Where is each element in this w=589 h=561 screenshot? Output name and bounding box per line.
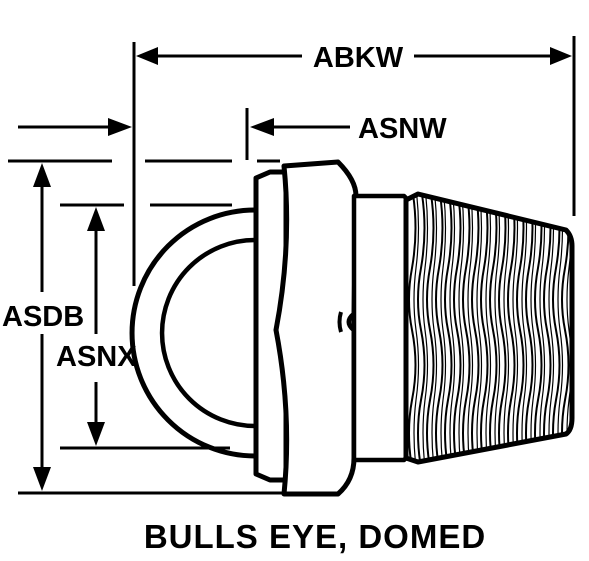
hex-nut bbox=[273, 159, 359, 497]
threaded-body bbox=[403, 191, 575, 465]
asnx-dimension: ASNX bbox=[56, 207, 137, 446]
asnw-label: ASNW bbox=[358, 113, 447, 145]
extension-lines bbox=[8, 36, 576, 495]
collar bbox=[351, 193, 409, 463]
dome-lens bbox=[129, 207, 256, 459]
diagram-caption: BULLS EYE, DOMED bbox=[144, 518, 486, 555]
asdb-label: ASDB bbox=[2, 301, 84, 333]
asdb-dimension: ASDB bbox=[2, 163, 84, 491]
abkw-dimension: ABKW bbox=[136, 42, 572, 74]
asnx-label: ASNX bbox=[56, 341, 137, 373]
abkw-label: ABKW bbox=[313, 42, 404, 74]
asnw-dimension: ASNW bbox=[18, 113, 447, 145]
